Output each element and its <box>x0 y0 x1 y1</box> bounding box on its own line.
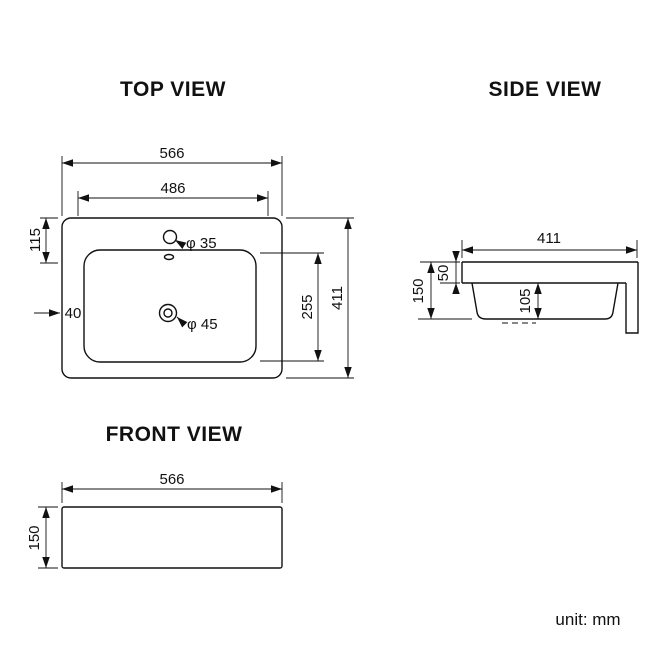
dim-side-bowl-depth: 105 <box>517 283 542 319</box>
dim-top-outer-width: 566 <box>61 145 283 216</box>
unit-label: unit: mm <box>555 610 620 629</box>
dim-label-50: 50 <box>435 265 452 282</box>
dim-side-height: 150 <box>410 262 472 320</box>
dim-label-486: 486 <box>160 180 185 197</box>
side-view-title: SIDE VIEW <box>488 78 601 101</box>
dim-label-40: 40 <box>65 305 82 322</box>
overflow-hole <box>163 253 175 261</box>
dim-top-inner-width: 486 <box>77 180 269 216</box>
side-view-profile-outline <box>461 261 639 334</box>
top-view: 566 486 115 40 φ 35 φ 45 <box>27 145 354 379</box>
front-view: 566 150 <box>26 471 283 569</box>
top-view-title: TOP VIEW <box>120 78 226 101</box>
side-view: 411 50 150 105 <box>410 230 639 334</box>
dim-label-255: 255 <box>299 294 316 319</box>
dim-label-150-front: 150 <box>26 525 43 550</box>
dim-label-566-top: 566 <box>159 145 184 162</box>
dim-label-phi35: φ 35 <box>186 235 217 252</box>
front-view-title: FRONT VIEW <box>106 423 243 446</box>
dim-side-depth: 411 <box>461 230 638 258</box>
dim-label-566-front: 566 <box>159 471 184 488</box>
faucet-hole <box>162 229 178 245</box>
top-view-basin-outline <box>61 217 283 379</box>
dim-top-edge-offset: 40 <box>34 305 81 322</box>
drain-hole-inner <box>163 308 173 318</box>
dim-label-105: 105 <box>517 288 534 313</box>
dim-label-150-side: 150 <box>410 278 427 303</box>
dim-front-height: 150 <box>26 506 58 569</box>
dim-side-rim: 50 <box>420 251 460 294</box>
front-view-outline <box>61 506 283 569</box>
dim-label-411-side: 411 <box>537 230 561 247</box>
dim-top-edge-to-faucet: 115 <box>27 217 58 264</box>
dim-top-bowl-length: 255 <box>260 252 324 362</box>
callout-faucet-dia: φ 35 <box>174 235 217 252</box>
dim-label-phi45: φ 45 <box>187 316 218 333</box>
dim-top-outer-depth: 411 <box>286 217 354 379</box>
dim-front-width: 566 <box>61 471 283 503</box>
dim-label-115: 115 <box>27 228 44 252</box>
dim-label-411-top: 411 <box>329 286 346 310</box>
callout-drain-dia: φ 45 <box>176 316 218 333</box>
drain-hole-outer <box>158 303 178 323</box>
